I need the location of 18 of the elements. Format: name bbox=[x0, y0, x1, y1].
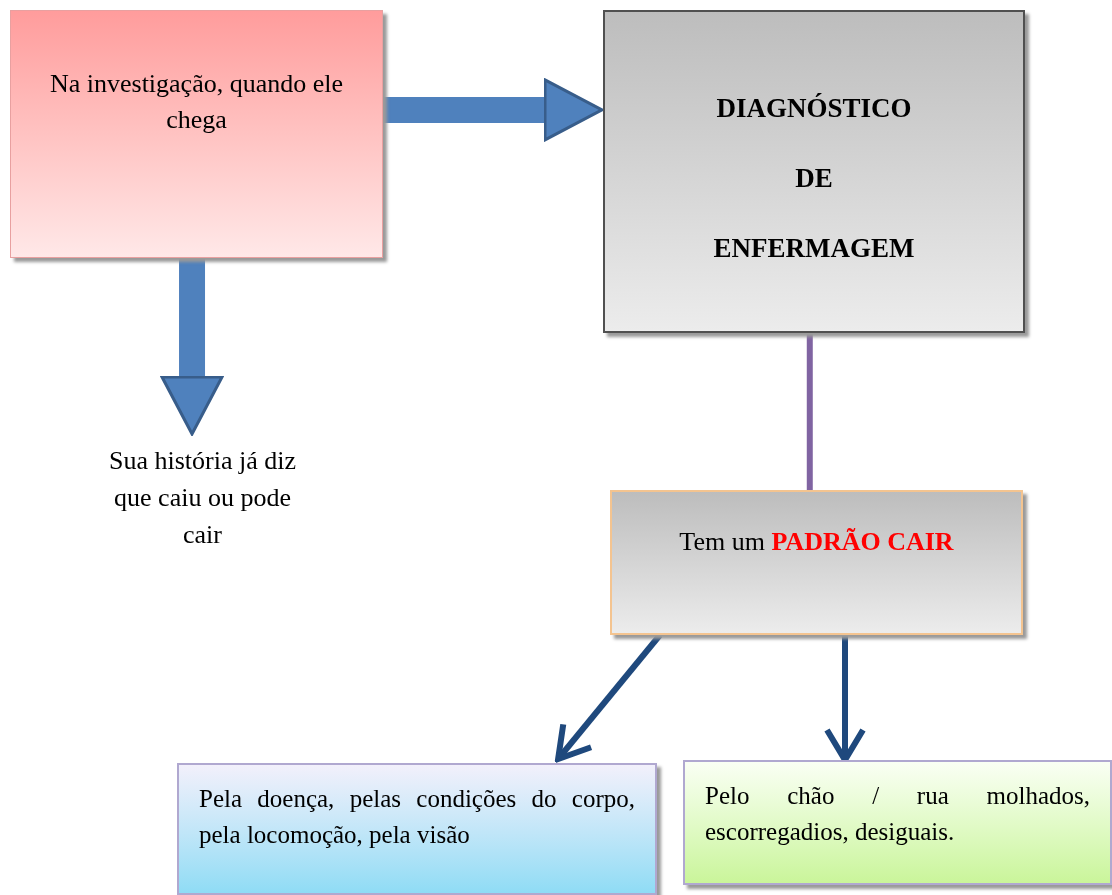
process-box bbox=[177, 763, 657, 895]
connector-line bbox=[806, 333, 813, 490]
process-box bbox=[603, 10, 1025, 333]
node-text: ENFERMAGEM bbox=[713, 232, 915, 265]
node-text: DIAGNÓSTICO bbox=[716, 92, 912, 125]
arrow bbox=[824, 635, 866, 763]
node-text: Na investigação, quando ele chega bbox=[48, 68, 345, 136]
node-text: Pela doença, pelas condições do corpo, pela locomoção, pela visão bbox=[199, 784, 635, 850]
process-box bbox=[610, 490, 1023, 635]
block-arrow bbox=[160, 258, 224, 436]
process-box bbox=[10, 10, 383, 258]
node-text: Pelo chão / rua molhados, escorregadios, desiguais. bbox=[705, 781, 1090, 847]
node-text: Sua história já diz que caiu ou pode cair bbox=[108, 445, 297, 551]
block-arrow bbox=[383, 78, 604, 142]
arrow bbox=[555, 633, 663, 762]
process-box bbox=[683, 760, 1112, 885]
node-text: DE bbox=[795, 162, 833, 195]
node-text: Tem um PADRÃO CAIR bbox=[679, 526, 954, 558]
